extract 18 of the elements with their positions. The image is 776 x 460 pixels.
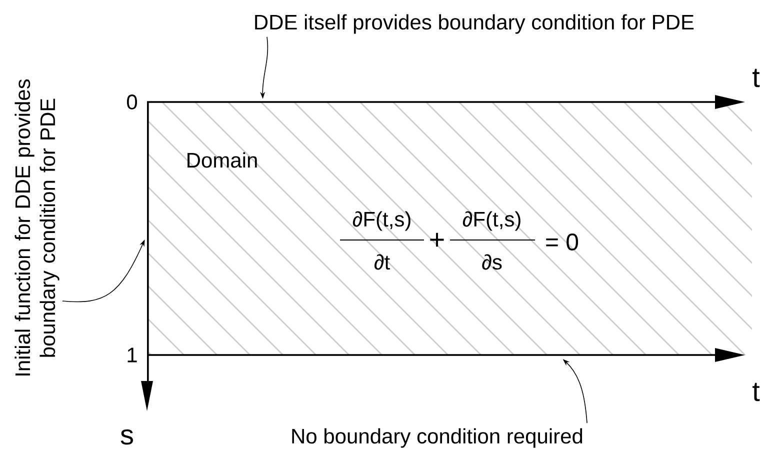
annotation-text: Initial function for DDE provides boundary condition for PDE xyxy=(14,79,60,376)
region-label: Domain xyxy=(188,152,257,168)
tick-label: 0 xyxy=(126,94,138,110)
axis-label: t xyxy=(752,382,760,402)
equation-term: = 0 xyxy=(546,234,578,250)
equation-term: ∂t xyxy=(374,254,390,270)
axis-label: t xyxy=(752,68,760,88)
time-axis xyxy=(147,95,745,109)
annotation-text: DDE itself provides boundary condition for PDE xyxy=(255,14,694,34)
axis-label: s xyxy=(120,429,133,445)
equation-term: + xyxy=(430,232,444,247)
annotation-text: No boundary condition required xyxy=(292,428,582,448)
equation-term: ∂F(t,s) xyxy=(352,211,410,231)
tick-label: 1 xyxy=(128,348,137,362)
s-axis xyxy=(141,102,153,411)
equation-term: ∂s xyxy=(482,254,502,270)
boundary-axis xyxy=(147,348,745,362)
equation-term: ∂F(t,s) xyxy=(462,211,520,231)
